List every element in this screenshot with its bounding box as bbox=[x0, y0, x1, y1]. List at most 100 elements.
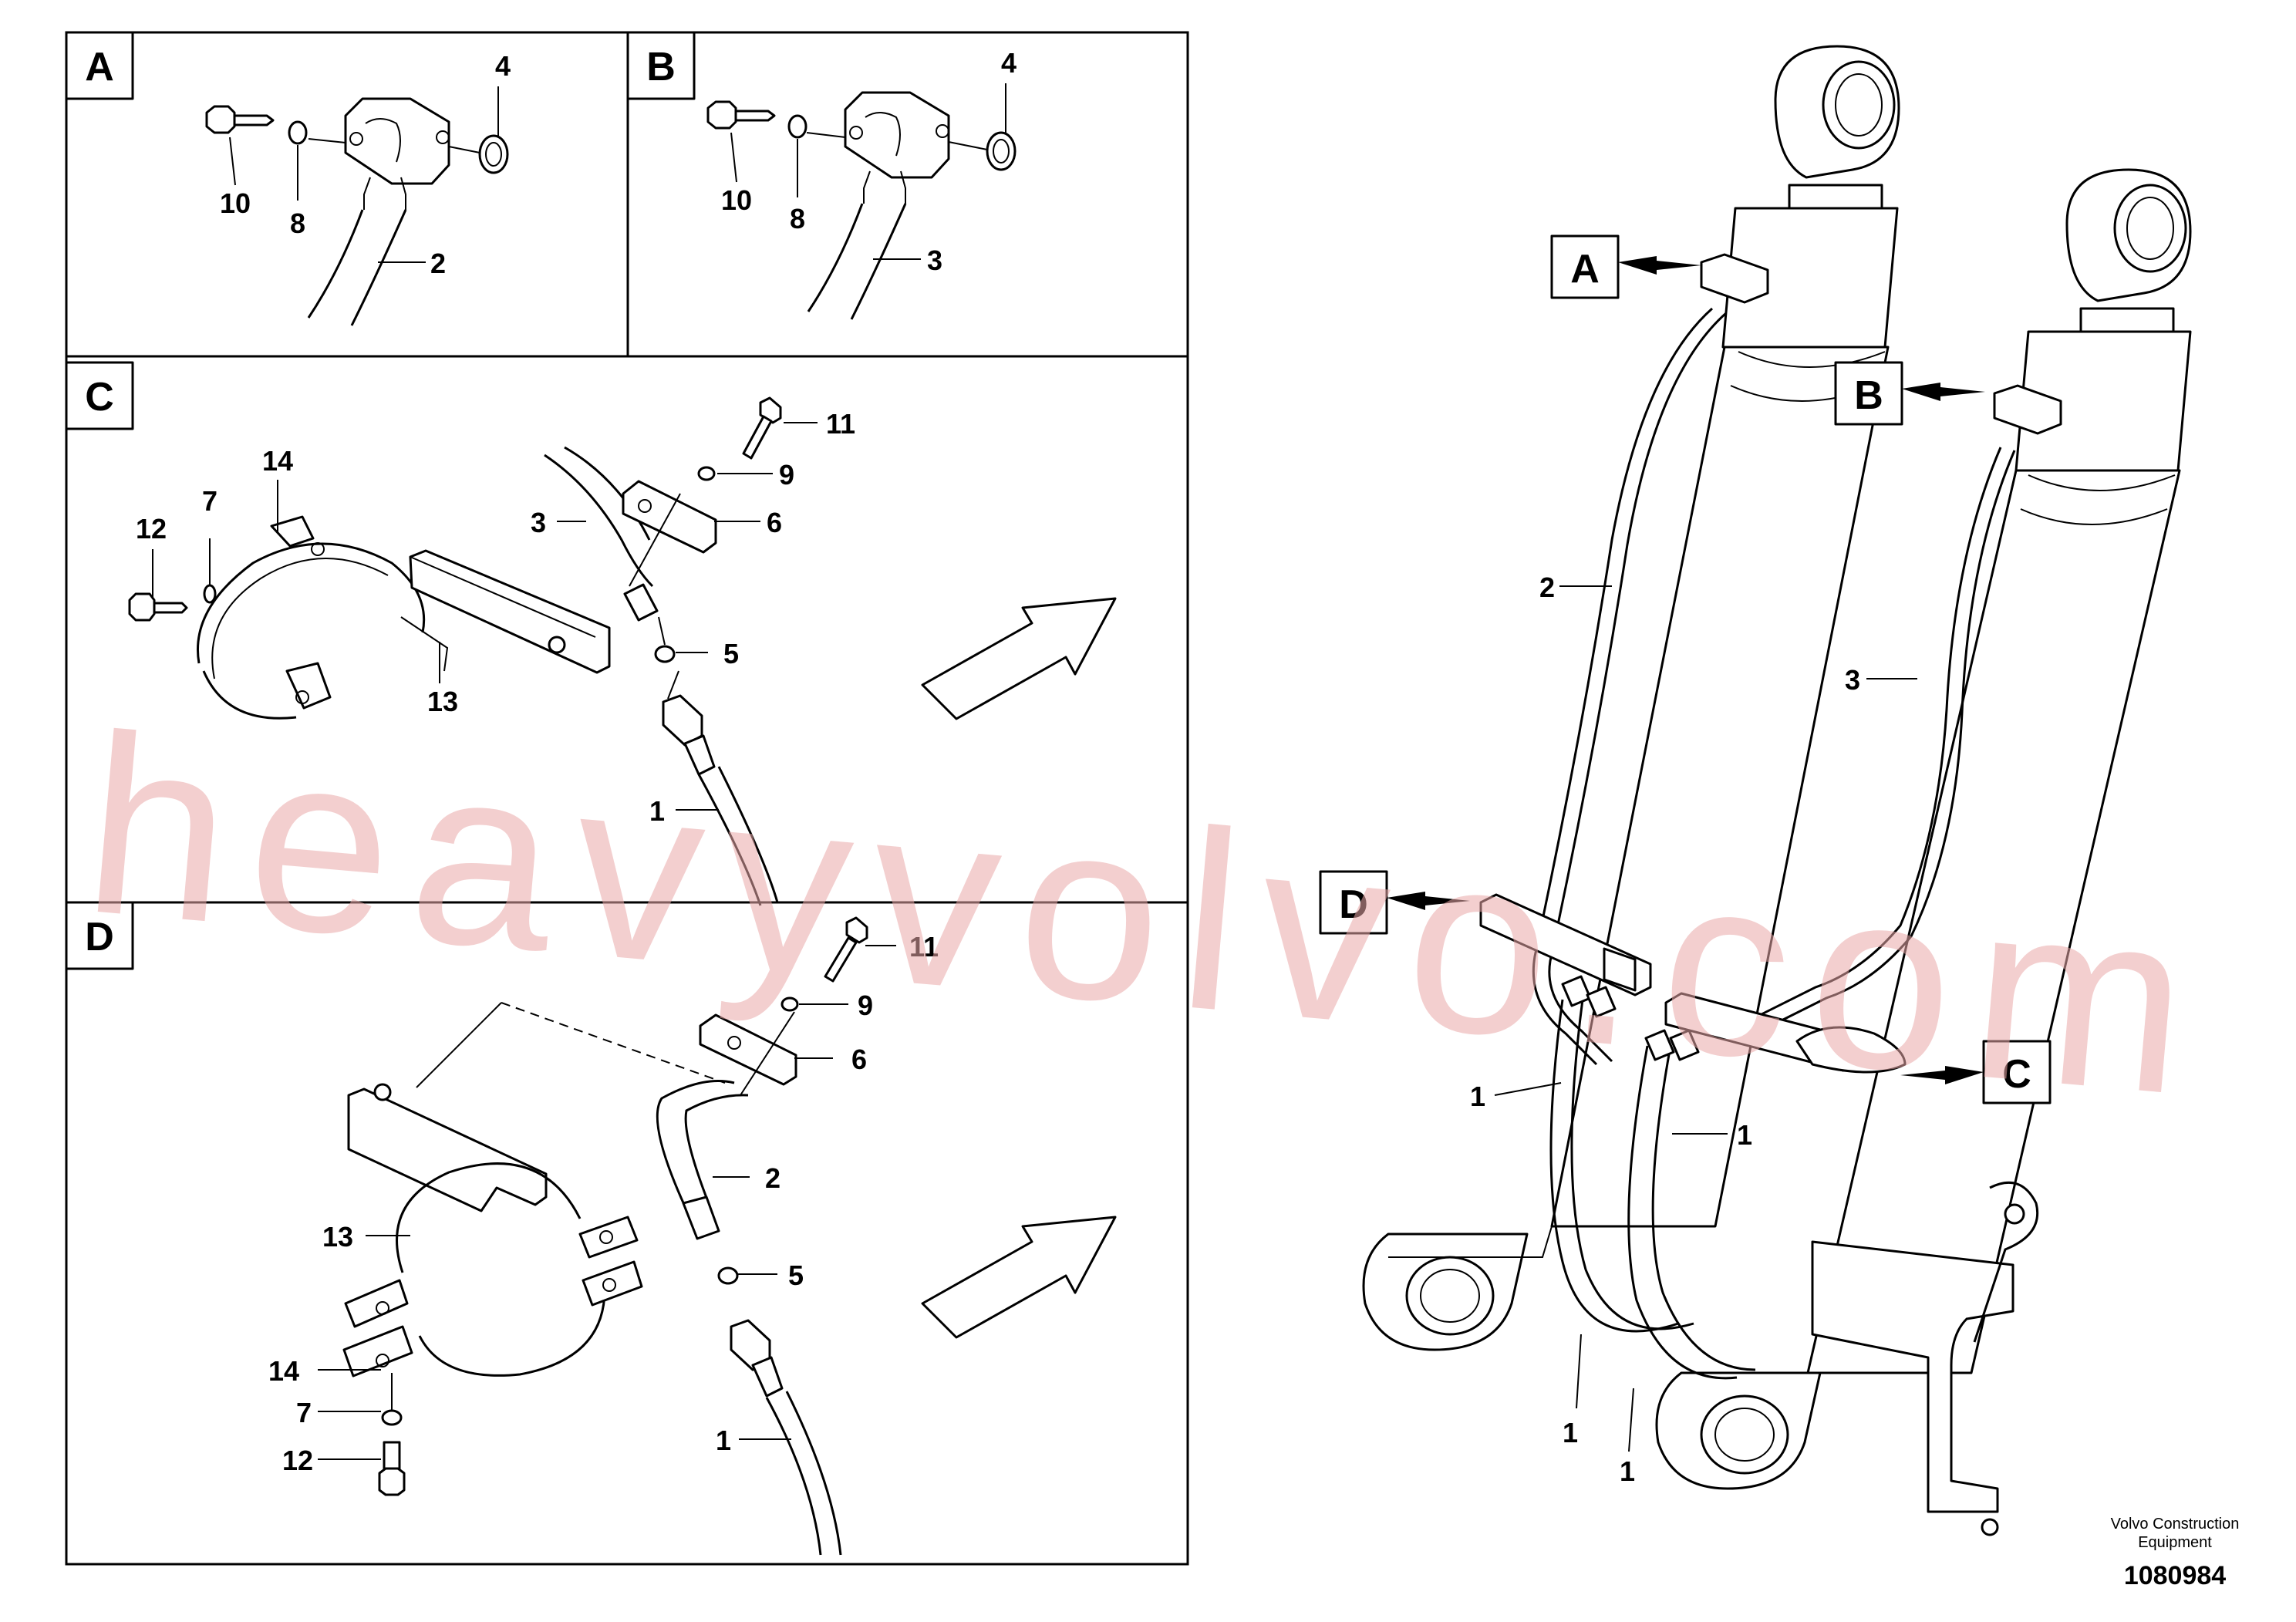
callout-main-1c: 1 bbox=[1563, 1417, 1578, 1448]
panel-d-drawing: 11 9 6 2 13 5 14 7 12 1 bbox=[268, 916, 1117, 1556]
hydraulic-cylinder-icon bbox=[1362, 45, 1900, 1351]
callout-b-8: 8 bbox=[790, 203, 805, 234]
oring-icon bbox=[717, 1266, 739, 1285]
svg-text:A: A bbox=[85, 45, 114, 89]
bolt-icon bbox=[378, 1441, 406, 1496]
hose-1-icon bbox=[1549, 999, 1679, 1333]
callout-c-14: 14 bbox=[262, 445, 293, 477]
svg-text:A: A bbox=[1570, 247, 1600, 292]
oring-icon bbox=[654, 645, 676, 663]
watermark-text: heavyvolvo.com bbox=[76, 680, 2220, 1151]
callout-c-9: 9 bbox=[779, 459, 794, 491]
pointer-arrow-icon bbox=[1900, 1066, 1984, 1084]
callout-c-3: 3 bbox=[531, 507, 546, 538]
view-marker-b: B bbox=[1834, 361, 1985, 426]
panel-letter-c: C bbox=[65, 361, 134, 430]
panel-b-frame bbox=[626, 31, 1189, 358]
callout-d-12: 12 bbox=[282, 1445, 313, 1476]
hose-2-icon bbox=[307, 209, 364, 319]
panel-b-drawing: 10 8 4 3 bbox=[706, 47, 1017, 320]
hose-1-icon bbox=[765, 1397, 822, 1556]
washer-icon bbox=[381, 1409, 403, 1426]
callout-d-11: 11 bbox=[909, 931, 939, 963]
callout-d-13: 13 bbox=[322, 1221, 353, 1253]
callout-a-8: 8 bbox=[290, 207, 305, 239]
credit-line-1: Volvo Construction bbox=[2111, 1516, 2240, 1533]
callout-c-1: 1 bbox=[649, 795, 665, 827]
bolt-icon bbox=[706, 100, 776, 130]
callout-c-5: 5 bbox=[723, 638, 739, 669]
pointer-arrow-icon bbox=[1618, 256, 1701, 275]
washer-icon bbox=[787, 114, 807, 139]
callout-c-12: 12 bbox=[136, 513, 167, 545]
svg-text:C: C bbox=[2002, 1052, 2031, 1097]
bolt-icon bbox=[824, 916, 868, 983]
document-number: 1080984 bbox=[2124, 1561, 2226, 1590]
panel-frames bbox=[65, 31, 1189, 1566]
flange-icon bbox=[699, 1013, 797, 1086]
callout-main-2: 2 bbox=[1539, 572, 1555, 603]
flange-icon bbox=[622, 480, 717, 554]
panel-letter-d: D bbox=[65, 901, 134, 970]
panel-c-drawing: 14 7 12 13 3 11 9 6 5 1 bbox=[128, 396, 1117, 906]
flange-icon bbox=[344, 97, 450, 185]
svg-text:C: C bbox=[85, 375, 114, 420]
arrow-right-icon bbox=[921, 1216, 1117, 1339]
bolt-icon bbox=[742, 396, 782, 460]
callout-a-4: 4 bbox=[495, 50, 511, 82]
washer-icon bbox=[288, 120, 308, 145]
clamp-icon bbox=[342, 1162, 643, 1378]
callout-d-7: 7 bbox=[296, 1397, 312, 1428]
hydraulic-cylinder-icon bbox=[1655, 168, 2192, 1490]
pointer-arrow-icon bbox=[1902, 383, 1985, 401]
clamp-icon bbox=[197, 515, 426, 720]
view-marker-c: C bbox=[1900, 1040, 2052, 1104]
arrow-right-icon bbox=[921, 597, 1117, 720]
flange-icon bbox=[844, 91, 950, 179]
pointer-arrow-icon bbox=[1387, 892, 1470, 910]
callout-b-4: 4 bbox=[1001, 47, 1017, 79]
tube-3-icon bbox=[1753, 447, 2002, 1020]
callout-d-5: 5 bbox=[788, 1259, 804, 1291]
washer-icon bbox=[697, 466, 716, 481]
hose-3-icon bbox=[807, 203, 864, 312]
callout-a-10: 10 bbox=[220, 187, 251, 219]
callout-d-9: 9 bbox=[858, 990, 873, 1021]
panel-a-drawing: 10 8 4 2 bbox=[205, 50, 511, 326]
svg-text:B: B bbox=[1854, 373, 1883, 418]
panel-a-frame bbox=[65, 31, 629, 358]
callout-b-3: 3 bbox=[927, 244, 942, 276]
panel-d-frame bbox=[65, 901, 1189, 1566]
svg-text:D: D bbox=[1339, 882, 1368, 927]
panel-letter-b: B bbox=[626, 31, 696, 100]
callout-main-1a: 1 bbox=[1470, 1081, 1485, 1112]
callout-c-13: 13 bbox=[427, 686, 458, 717]
callout-c-11: 11 bbox=[826, 408, 855, 440]
bracket-icon bbox=[400, 549, 611, 674]
bolt-icon bbox=[128, 592, 188, 622]
callout-d-2: 2 bbox=[765, 1162, 781, 1194]
oring-icon bbox=[986, 131, 1017, 171]
svg-text:D: D bbox=[85, 915, 114, 959]
callout-b-10: 10 bbox=[721, 184, 752, 216]
bolt-icon bbox=[205, 105, 275, 134]
credit-line-2: Equipment bbox=[2138, 1534, 2212, 1551]
bracket-icon bbox=[347, 1002, 726, 1212]
panel-letter-a: A bbox=[65, 31, 134, 100]
callout-c-6: 6 bbox=[767, 507, 782, 538]
washer-icon bbox=[781, 996, 799, 1012]
view-marker-d: D bbox=[1319, 870, 1470, 935]
callout-main-3: 3 bbox=[1845, 664, 1860, 696]
washer-icon bbox=[203, 584, 217, 604]
callout-main-1b: 1 bbox=[1737, 1119, 1752, 1151]
hose-1-icon bbox=[697, 774, 762, 906]
callout-c-7: 7 bbox=[202, 485, 217, 517]
tube-2-icon bbox=[656, 1080, 735, 1207]
callout-d-1: 1 bbox=[716, 1425, 731, 1456]
view-marker-a: A bbox=[1550, 234, 1701, 299]
callout-a-2: 2 bbox=[430, 248, 446, 279]
oring-icon bbox=[478, 134, 509, 174]
tube-2-icon bbox=[1532, 307, 1713, 1066]
svg-text:B: B bbox=[646, 45, 676, 89]
